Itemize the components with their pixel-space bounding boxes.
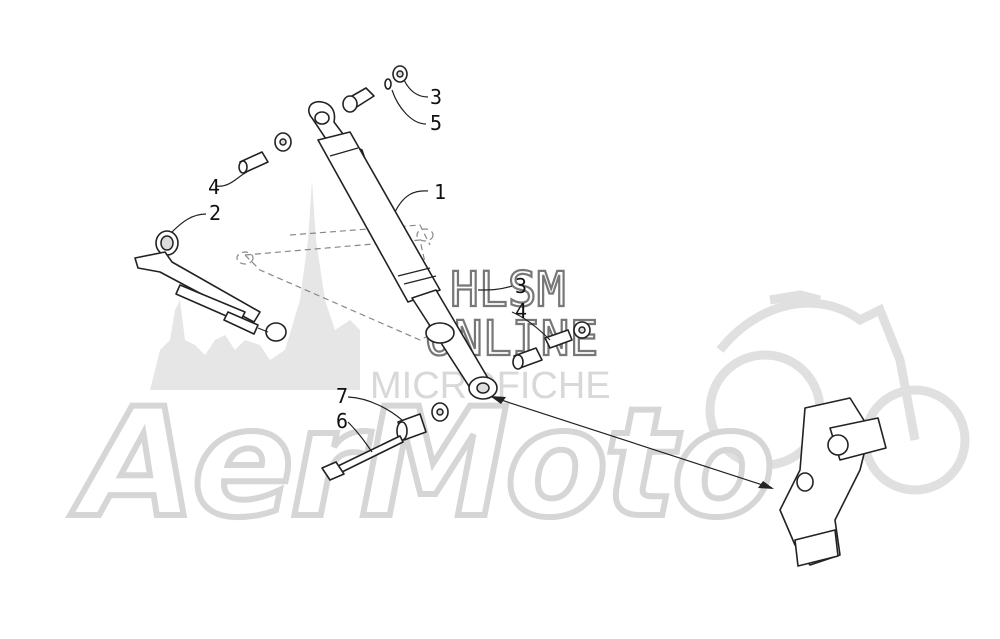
callout-5: 5 (430, 111, 442, 135)
pressure-gauge-pump (134, 230, 287, 342)
assembly-arrow (490, 396, 774, 489)
frame-bracket (779, 397, 887, 567)
watermark-skyline (150, 180, 360, 390)
callout-4-left: 4 (208, 175, 220, 199)
shock-absorber (308, 100, 498, 400)
top-hardware (238, 65, 408, 174)
callout-1: 1 (434, 180, 446, 204)
callout-3-lower: 3 (515, 274, 527, 298)
watermark-brand: AerMoto (70, 377, 771, 551)
watermark-line1: HLSM (450, 262, 566, 318)
callout-3-top: 3 (430, 85, 442, 109)
callout-labels: 1 2 3 3 4 4 5 6 7 (208, 85, 527, 433)
leader-lines (171, 79, 551, 453)
callout-7: 7 (336, 384, 348, 408)
a-arm-outline (236, 224, 441, 341)
callout-6: 6 (336, 409, 348, 433)
lower-hardware (321, 321, 591, 481)
callout-2: 2 (209, 201, 221, 225)
callout-4-lower: 4 (515, 299, 527, 323)
